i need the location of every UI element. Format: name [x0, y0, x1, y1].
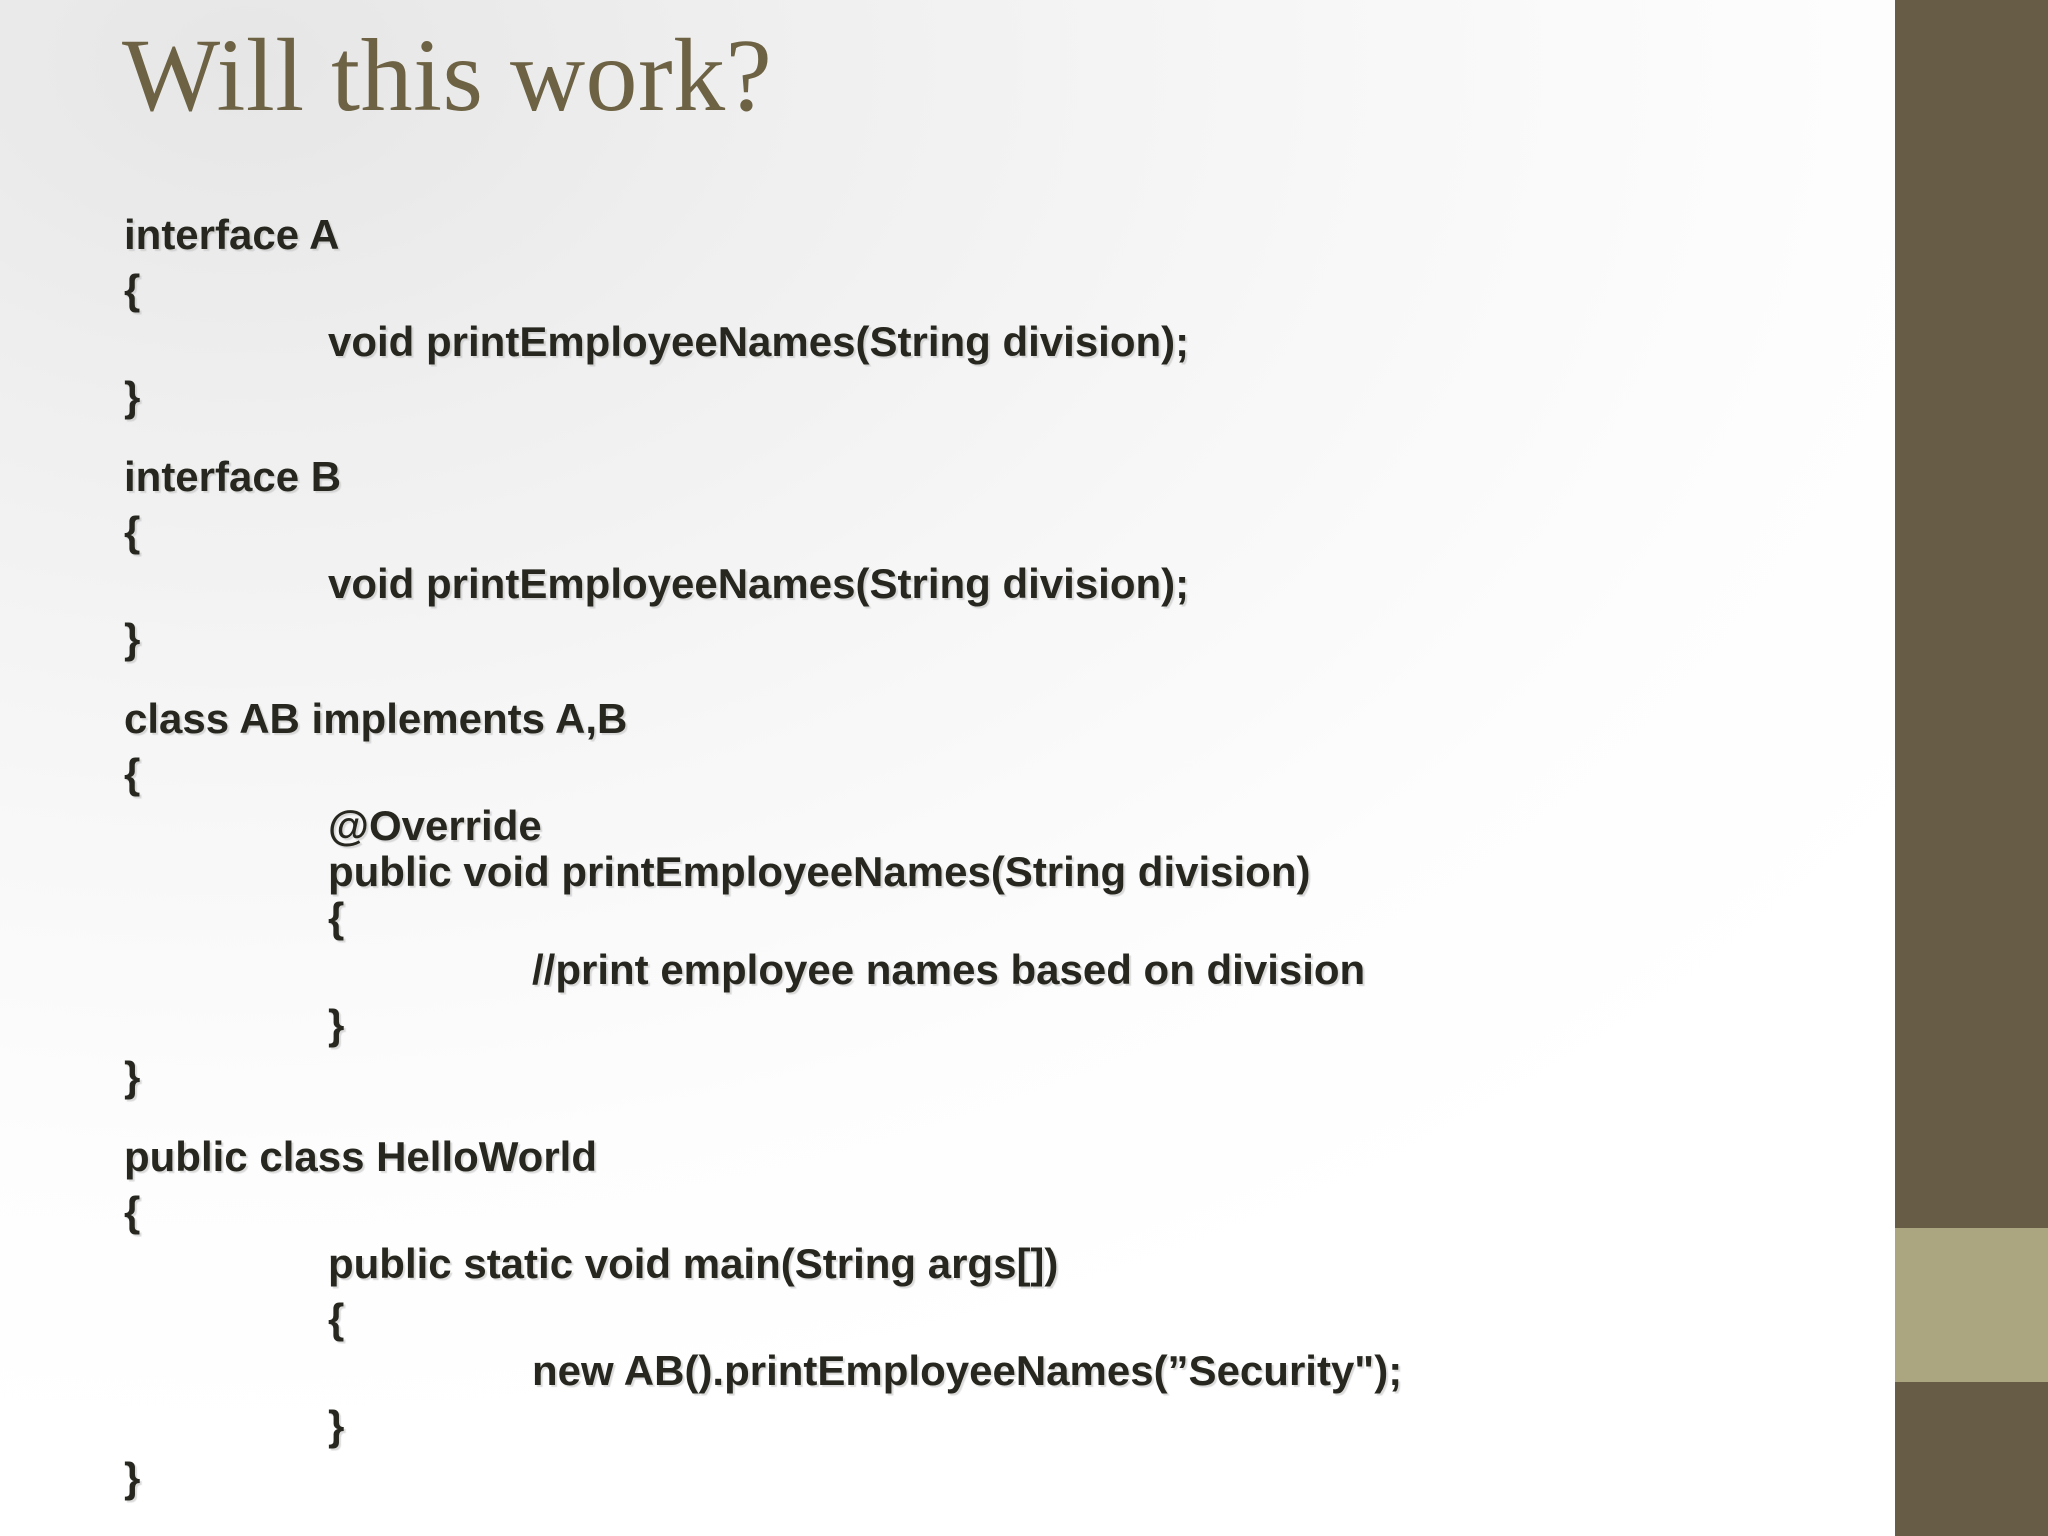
code-line: void printEmployeeNames(String division)… [328, 318, 1190, 365]
code-line: public class HelloWorld [124, 1133, 597, 1180]
code-block: interface A { void printEmployeeNames(St… [124, 214, 1864, 1509]
code-line: } [124, 1454, 141, 1501]
code-line: @Override [328, 802, 542, 849]
code-line: } [328, 1402, 345, 1449]
code-line: { [124, 750, 141, 797]
code-line: interface B [124, 453, 342, 500]
code-line: interface A [124, 211, 340, 258]
code-line: { [124, 508, 141, 555]
code-line: void printEmployeeNames(String division)… [328, 560, 1190, 607]
code-line: { [328, 1295, 345, 1342]
code-line: { [124, 1188, 141, 1235]
code-line: } [124, 615, 141, 662]
code-line: public static void main(String args[]) [328, 1240, 1059, 1287]
code-line: } [124, 373, 141, 420]
code-line: public void printEmployeeNames(String di… [328, 848, 1311, 895]
code-line: new AB().printEmployeeNames(”Security"); [532, 1347, 1403, 1394]
decorative-sidebar [1895, 0, 2048, 1536]
code-line: //print employee names based on division [532, 946, 1366, 993]
code-line: } [328, 1001, 345, 1048]
code-line-blank [124, 1108, 1864, 1136]
sidebar-bar-accent [1895, 1228, 2048, 1382]
code-line-blank [124, 428, 1864, 456]
code-line-blank [124, 670, 1864, 698]
code-line: } [124, 1053, 141, 1100]
code-line: { [124, 266, 141, 313]
sidebar-bar-dark-bottom [1895, 1382, 2048, 1536]
code-line: class AB implements A,B [124, 695, 628, 742]
sidebar-bar-dark-top [1895, 0, 2048, 1228]
code-line: { [328, 894, 345, 941]
page-title: Will this work? [122, 18, 773, 133]
